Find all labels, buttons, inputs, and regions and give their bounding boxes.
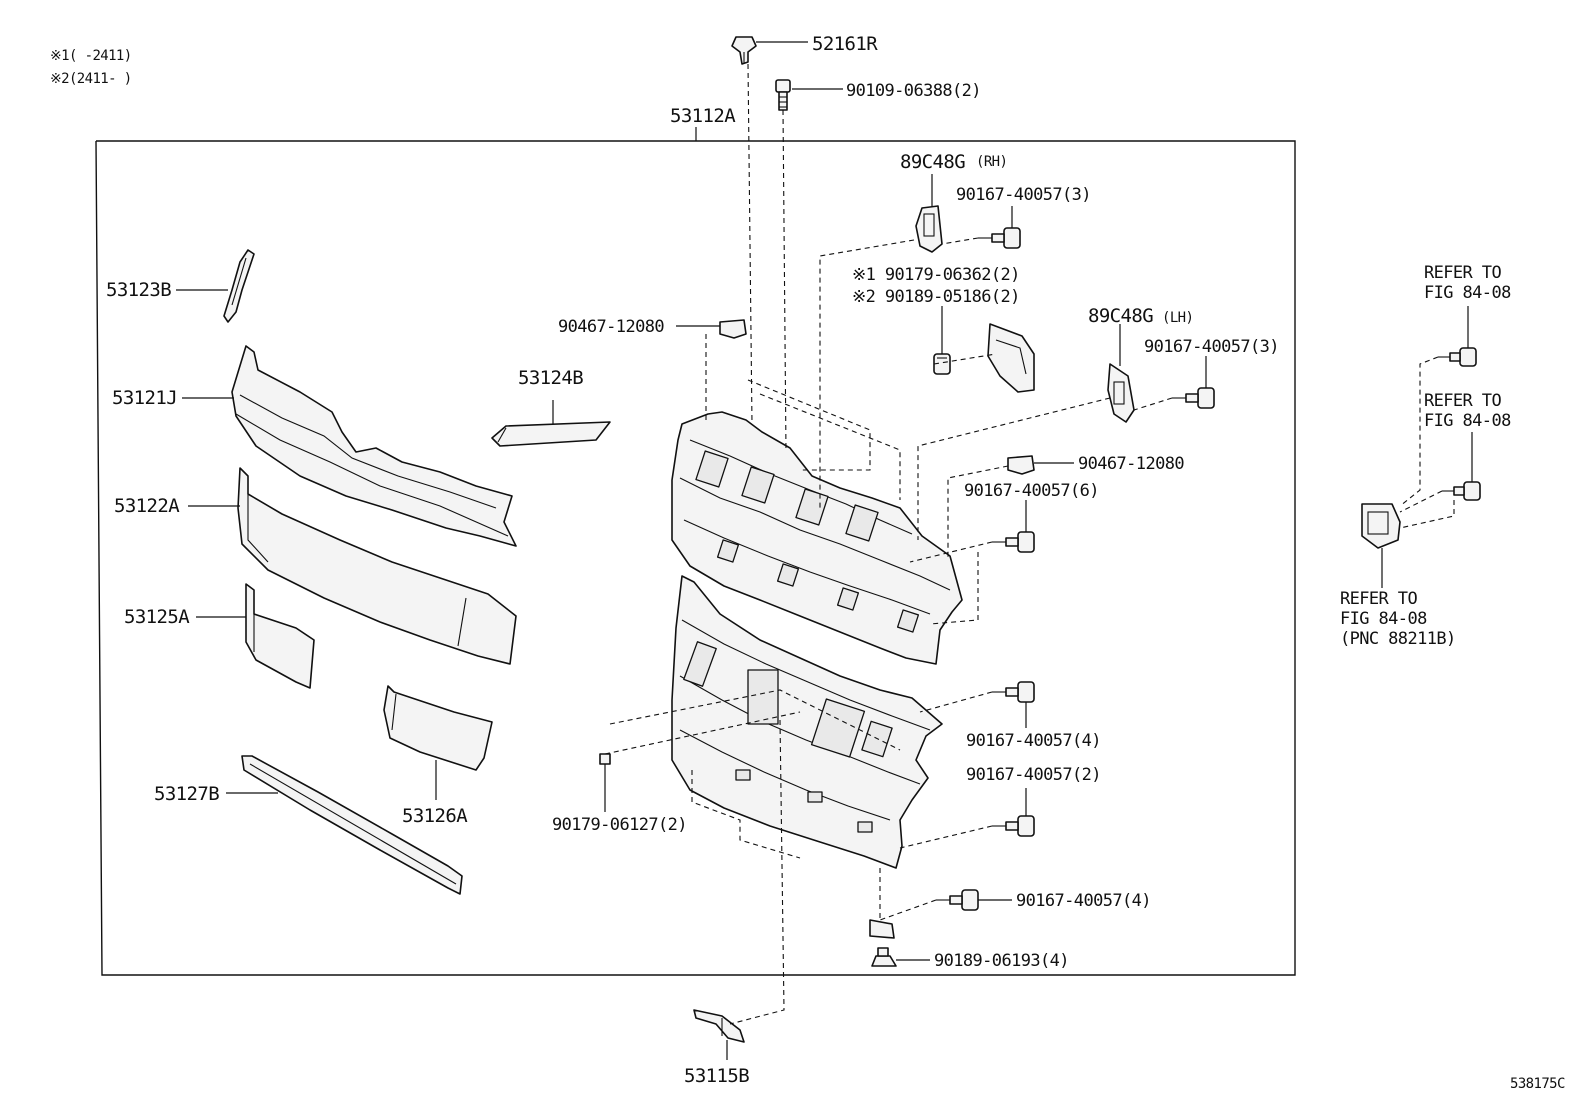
sensor-89C48G-lh-icon [1107,363,1135,423]
note-2: ※2(2411- ) [50,71,132,87]
label-53112A: 53112A [670,105,736,127]
label-90167-4a: 90167-40057(4) [966,731,1101,751]
bracket-90189-05186-icon [987,323,1035,393]
label-53123B: 53123B [106,279,171,301]
label-90467-b: 90467-12080 [1078,454,1184,474]
screw-90167-6-icon [992,531,1035,553]
refer-2-line2: FIG 84-08 [1424,411,1511,431]
part-53126A-icon [383,685,493,771]
label-53124B: 53124B [518,367,583,389]
bracket-53115B-icon [693,1009,745,1043]
screw-90167-3b-icon [1172,387,1215,409]
label-53127B: 53127B [154,783,219,805]
radar-sensor-icon [1361,503,1401,549]
label-90467-a: 90467-12080 [558,317,664,337]
part-53124B-icon [491,421,611,447]
label-53121J: 53121J [112,387,177,409]
sensor-89C48G-rh-icon [915,205,943,253]
label-90179-06362: ※1 90179-06362(2) [852,265,1020,285]
label-53126A: 53126A [402,805,468,827]
part-53125A-icon [245,583,315,689]
screw-90167-4b-icon [936,889,979,911]
label-53122A: 53122A [114,495,180,517]
figure-code: 538175C [1510,1076,1565,1092]
refer-1-line1: REFER TO [1424,263,1501,283]
refer-3-line2: FIG 84-08 [1340,609,1427,629]
part-53123B-icon [223,249,255,323]
label-52161R: 52161R [812,33,878,55]
screw-90167-3a-icon [978,227,1021,249]
nut-90189-06193-icon [871,947,897,967]
label-90167-4b: 90167-40057(4) [1016,891,1151,911]
clip-90179-06127-icon [599,753,611,765]
screw-90167-4a-icon [992,681,1035,703]
clip-52161R-icon [731,36,757,65]
note-1: ※1( -2411) [50,48,132,64]
label-90189-05186: ※2 90189-05186(2) [852,287,1020,307]
label-rh: (RH) [976,154,1007,170]
label-90167-2: 90167-40057(2) [966,765,1101,785]
clip-90467-b-icon [1007,455,1035,475]
label-90167-6: 90167-40057(6) [964,481,1099,501]
part-53121J-icon [231,345,517,547]
label-89C48G-rh: 89C48G [900,151,965,173]
dashed-assembly-lines [604,63,1455,1025]
screw-90167-2-icon [992,815,1035,837]
part-53122A-icon [237,467,517,665]
bolt-90109-icon [775,79,791,111]
label-90167-3b: 90167-40057(3) [1144,337,1279,357]
label-53125A: 53125A [124,606,190,628]
label-90109: 90109-06388(2) [846,81,981,101]
refer-1-line2: FIG 84-08 [1424,283,1511,303]
refer-3-line3: (PNC 88211B) [1340,629,1456,649]
refer-3-line1: REFER TO [1340,589,1417,609]
upper-grille-frame-icon [671,411,963,665]
label-90189-06193: 90189-06193(4) [934,951,1069,971]
bolt-refer-2-icon [1442,481,1481,501]
clip-90467-a-icon [719,319,747,339]
label-53115B: 53115B [684,1065,749,1087]
lower-grille-icon [671,575,943,869]
label-90179-06127: 90179-06127(2) [552,815,687,835]
part-53127B-icon [241,755,463,895]
label-90167-3a: 90167-40057(3) [956,185,1091,205]
refer-2-line1: REFER TO [1424,391,1501,411]
bolt-refer-1-icon [1438,347,1477,367]
label-89C48G-lh: 89C48G [1088,305,1153,327]
label-lh: (LH) [1162,310,1193,326]
assembly-frame [95,140,1296,976]
bracket-lower-icon [869,919,895,939]
